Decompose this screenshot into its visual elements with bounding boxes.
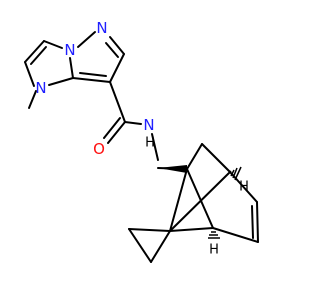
atom-h-amide: H bbox=[145, 136, 155, 151]
bond-c10-c11 bbox=[256, 201, 259, 243]
bond-cp2-spiro bbox=[150, 230, 171, 263]
atom-o-carbonyl: O bbox=[93, 140, 105, 158]
wedge-bond-c7-ch2 bbox=[158, 165, 187, 173]
bond-c9-c10 bbox=[229, 171, 258, 203]
bond-nbridge-c4 bbox=[69, 57, 74, 79]
bond-c5-c6 bbox=[109, 53, 125, 83]
bond-cp1-cp2 bbox=[128, 228, 152, 263]
bond-c2-c3 bbox=[24, 40, 45, 63]
bond-c6-c4-inner bbox=[79, 72, 107, 77]
bond-spiro-c7 bbox=[169, 168, 188, 232]
bond-npyr-c5 bbox=[109, 36, 125, 55]
bond-c9-spiro bbox=[169, 171, 231, 232]
bond-n-ch2 bbox=[151, 133, 159, 161]
bond-c2-c3-inner bbox=[30, 46, 47, 65]
bond-c7-c12 bbox=[186, 168, 214, 229]
bond-c6-carbonyl bbox=[109, 81, 126, 123]
hashed-bond-upper-h bbox=[228, 166, 242, 181]
hashed-bond-lower-h bbox=[208, 231, 220, 239]
bond-c12-spiro bbox=[169, 227, 214, 232]
bond-c7-c8 bbox=[186, 143, 203, 170]
bond-npyr-c5-inner bbox=[105, 42, 119, 58]
bond-carbonyl-o-a bbox=[107, 121, 126, 144]
atom-labels: N N N N H O H H bbox=[35, 19, 249, 258]
bond-carbonyl-n bbox=[124, 121, 142, 125]
bond-c8-c9 bbox=[201, 143, 231, 173]
atom-h-bridgehead-upper: H bbox=[239, 180, 249, 195]
bond-c10-c11-inner bbox=[251, 205, 254, 239]
bond-c6-c4 bbox=[72, 77, 111, 83]
bond-set bbox=[24, 31, 259, 263]
atom-h-bridgehead-lower: H bbox=[209, 243, 219, 258]
bond-spiro-cp1 bbox=[128, 228, 171, 232]
bond-carbonyl-o-b bbox=[103, 117, 121, 139]
bond-c11-c12 bbox=[212, 227, 259, 243]
bond-c3-nbridge bbox=[43, 40, 63, 49]
atom-n-pyrazole: N bbox=[96, 19, 107, 37]
atom-n-methyl: N bbox=[35, 79, 46, 97]
bond-methyl-n bbox=[28, 90, 37, 109]
bond-c4-n1 bbox=[48, 77, 74, 86]
bond-nbridge-npyr bbox=[77, 31, 96, 48]
atom-n-amide: N bbox=[143, 116, 154, 134]
bond-n1-c2 bbox=[24, 61, 35, 87]
atom-n-bridge: N bbox=[64, 41, 75, 59]
molecule-structure: N N N N H O H H bbox=[24, 19, 259, 263]
